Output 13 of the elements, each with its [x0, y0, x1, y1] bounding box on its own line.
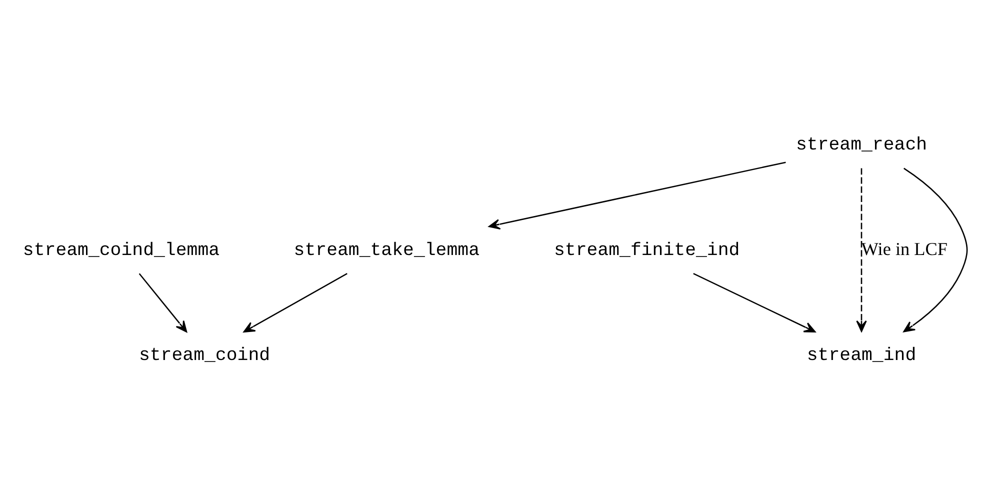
- arrow: [138, 272, 188, 332]
- node-text: stream_finite_ind: [554, 240, 740, 260]
- arrow: [693, 272, 816, 332]
- arrow: [243, 272, 348, 332]
- edge-label: Wie in LCF: [861, 238, 948, 258]
- arrow: [856, 168, 867, 332]
- node-text: stream_reach: [796, 134, 928, 155]
- arrow: [488, 161, 786, 230]
- arrow: [903, 167, 968, 332]
- node-text: stream_coind: [138, 346, 270, 366]
- node-text: stream_coind_lemma: [22, 240, 220, 260]
- node-text: stream_take_lemma: [294, 240, 480, 260]
- node-text: stream_ind: [806, 346, 916, 366]
